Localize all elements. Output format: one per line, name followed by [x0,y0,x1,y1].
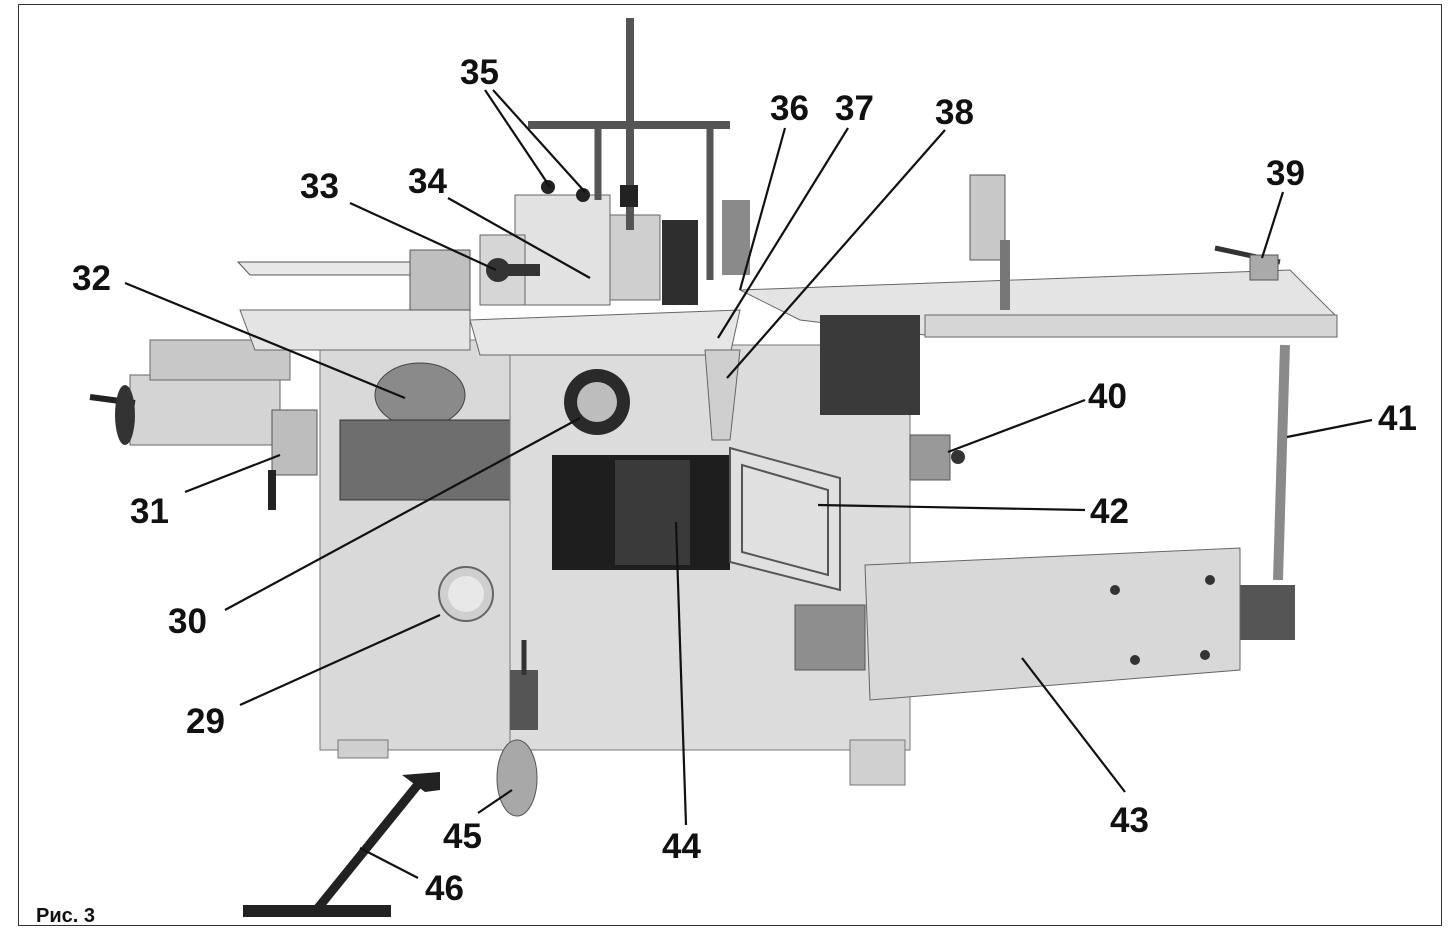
callout-34: 34 [408,162,447,201]
arm-bolt-3 [1130,655,1140,665]
callout-37: 37 [835,89,874,128]
control-knob-center [448,576,484,612]
leader-36 [738,127,787,291]
sliding-table-edge [924,314,1338,338]
spindle-housing [514,194,611,306]
clamp-knob-right [576,188,590,202]
callout-29: 29 [186,702,225,741]
lock-block [909,434,951,481]
transport-handle-bar [314,779,424,911]
hold-down-clamp [969,174,1006,261]
figure-caption: Рис. 3 [36,905,95,927]
left-foot [337,739,389,759]
hood-knob [486,258,510,282]
leader-29 [239,613,441,707]
callout-43: 43 [1110,801,1149,840]
leader-30 [224,417,581,611]
leader-38 [726,129,946,379]
callout-30: 30 [168,602,207,641]
callout-38: 38 [935,93,974,132]
figure-frame [18,4,1442,926]
hood-knob-handle [505,264,540,276]
leader-42 [817,503,1086,512]
transport-handle-grip [243,905,391,917]
arm-bolt-2 [1205,575,1215,585]
support-leg-foot [1240,585,1295,640]
machine-drawing [89,18,1338,917]
leader-34 [447,197,591,279]
leader-35b [492,89,586,193]
callout-44: 44 [662,827,701,866]
transport-handle-hook [402,772,440,792]
extension-arm-mount [794,604,866,671]
callout-31: 31 [130,492,169,531]
open-door [729,446,841,592]
thicknesser-bed [339,419,511,501]
callout-46: 46 [425,869,464,908]
clamp-block-dark [620,185,638,207]
leader-lines [124,89,1373,879]
callout-36: 36 [770,89,809,128]
carriage-block [820,315,920,415]
door-panel-inset [741,463,829,577]
leader-45 [477,789,513,814]
leader-39 [1260,191,1285,259]
callout-41: 41 [1378,399,1417,438]
right-foot [849,739,906,786]
lock-knob [951,450,965,464]
tilt-handwheel-hub [577,382,617,422]
leader-32 [124,281,406,400]
left-fence-rail [236,261,427,276]
stop-block [1249,254,1279,281]
central-table [469,309,741,356]
cutter-hood [374,362,466,428]
leader-33 [349,202,497,271]
arm-bolt-4 [1200,650,1210,660]
callout-39: 39 [1266,154,1305,193]
left-planer-table [239,309,471,351]
motor [615,460,690,565]
riving-knife-guard [722,200,750,275]
leader-44 [674,521,688,826]
clamp-knob-left [541,180,555,194]
wheel-bracket [510,670,538,730]
leader-43 [1021,657,1126,793]
spindle-guard-dark [662,220,698,305]
callout-42: 42 [1090,492,1129,531]
callout-45: 45 [443,817,482,856]
leader-31 [184,453,281,494]
leader-40 [947,398,1086,454]
callout-35: 35 [460,53,499,92]
arm-bolt-1 [1110,585,1120,595]
support-leg [1273,344,1290,581]
left-handwheel [115,385,135,445]
leader-35a [484,89,551,188]
callout-32: 32 [72,259,111,298]
leader-37 [717,127,849,339]
left-extension-table [129,374,281,446]
callout-33: 33 [300,167,339,206]
callout-labels: 29 30 31 32 33 34 35 36 37 38 39 40 41 4… [72,53,1417,908]
clamp-lever [268,470,276,510]
leader-46 [359,847,419,879]
extension-arm [864,547,1241,701]
fence-bracket [409,249,471,311]
callout-40: 40 [1088,377,1127,416]
transport-wheel [496,739,538,817]
clamp-block [271,409,318,476]
leader-41 [1286,418,1373,439]
spindle-guard [609,214,661,301]
